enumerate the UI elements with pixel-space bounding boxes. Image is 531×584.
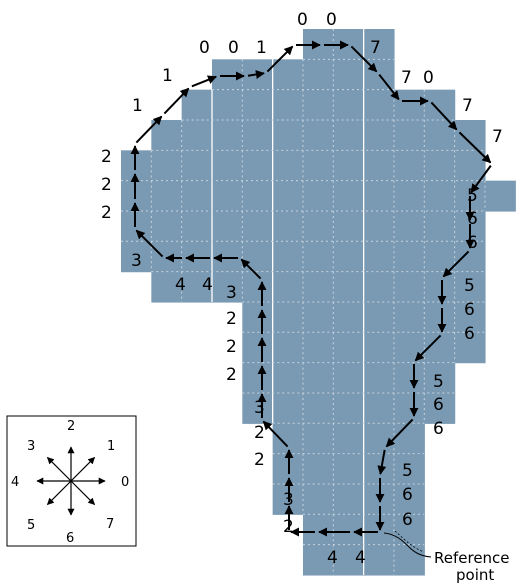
code-label: 4 bbox=[202, 275, 213, 295]
code-label: 6 bbox=[464, 300, 475, 320]
chain-step-arrow bbox=[385, 418, 414, 448]
code-label: 4 bbox=[175, 275, 186, 295]
code-label: 2 bbox=[226, 309, 237, 329]
code-label: 4 bbox=[355, 548, 366, 568]
key-label-1: 1 bbox=[107, 439, 115, 454]
code-label: 4 bbox=[327, 548, 338, 568]
key-label-5: 5 bbox=[27, 518, 35, 533]
code-label: 7 bbox=[370, 38, 381, 58]
region-row bbox=[151, 271, 486, 303]
chain-code-labels: 0 0 0 0 1 7 7 0 7 1 1 7 2 2 2 5 6 6 3 4 … bbox=[101, 10, 503, 568]
code-label: 2 bbox=[101, 147, 112, 167]
code-label: 0 bbox=[326, 10, 337, 30]
code-label: 6 bbox=[433, 395, 444, 415]
region-row bbox=[181, 89, 456, 121]
code-label: 6 bbox=[464, 324, 475, 344]
reference-point-label-line2: point bbox=[456, 566, 494, 584]
reference-point-label: Reference bbox=[434, 549, 510, 567]
chain-step-arrow bbox=[135, 229, 164, 258]
code-label: 0 bbox=[297, 10, 308, 30]
chain-step-arrow bbox=[191, 75, 217, 88]
chain-step-arrow bbox=[442, 250, 470, 278]
code-label: 5 bbox=[467, 186, 478, 206]
chain-step-arrow bbox=[377, 449, 387, 475]
key-arrow-7 bbox=[70, 480, 96, 506]
code-label: 3 bbox=[283, 490, 294, 510]
code-label: 3 bbox=[131, 251, 142, 271]
code-label: 2 bbox=[254, 423, 265, 443]
region-row bbox=[121, 180, 516, 212]
reference-point-leader bbox=[383, 532, 432, 558]
code-label: 2 bbox=[254, 450, 265, 470]
region-row bbox=[242, 362, 456, 394]
code-label: 2 bbox=[101, 203, 112, 223]
code-label: 5 bbox=[433, 372, 444, 392]
chain-step-arrow bbox=[350, 45, 378, 73]
reference-point-leader-shadow bbox=[394, 530, 425, 553]
key-label-6: 6 bbox=[66, 531, 74, 546]
chain-step-arrow bbox=[414, 334, 442, 362]
region-row bbox=[272, 423, 425, 455]
key-arrow-5 bbox=[46, 480, 72, 506]
direction-key: 0 1 2 3 4 5 6 7 bbox=[6, 415, 137, 547]
code-label: 1 bbox=[256, 38, 267, 58]
chain-code-path bbox=[130, 40, 492, 537]
chain-step-arrow bbox=[266, 45, 294, 73]
chain-step-arrow bbox=[240, 258, 262, 280]
code-label: 0 bbox=[199, 38, 210, 58]
code-label: 5 bbox=[402, 461, 413, 481]
code-label: 7 bbox=[401, 68, 412, 88]
code-label: 1 bbox=[132, 96, 143, 116]
key-label-0: 0 bbox=[121, 475, 129, 490]
region-row bbox=[272, 453, 425, 485]
code-label: 6 bbox=[433, 419, 444, 439]
direction-key-arrows bbox=[36, 446, 106, 516]
code-label: 2 bbox=[226, 337, 237, 357]
chain-step-arrow bbox=[262, 420, 289, 448]
key-label-7: 7 bbox=[106, 517, 114, 532]
region-row bbox=[151, 119, 486, 151]
chain-step-arrow bbox=[135, 115, 163, 144]
code-label: 1 bbox=[162, 66, 173, 86]
chain-step-arrow bbox=[458, 131, 492, 164]
chain-step-arrow bbox=[430, 101, 458, 131]
region-row bbox=[242, 392, 456, 424]
grid-lines bbox=[121, 29, 486, 575]
code-label: 5 bbox=[464, 276, 475, 296]
key-label-2: 2 bbox=[67, 419, 75, 434]
key-label-3: 3 bbox=[27, 439, 35, 454]
region-row bbox=[272, 483, 425, 515]
code-label: 0 bbox=[423, 68, 434, 88]
code-label: 6 bbox=[402, 510, 413, 530]
key-arrow-1 bbox=[70, 456, 96, 482]
code-label: 7 bbox=[462, 96, 473, 116]
key-arrow-3 bbox=[46, 456, 72, 482]
code-label: 3 bbox=[254, 398, 265, 418]
code-label: 0 bbox=[228, 38, 239, 58]
chain-step-arrow bbox=[378, 73, 400, 101]
chain-step-arrow bbox=[163, 87, 190, 115]
code-label: 6 bbox=[467, 209, 478, 229]
code-label: 2 bbox=[283, 517, 294, 537]
chain-step-arrow bbox=[470, 165, 492, 194]
key-label-4: 4 bbox=[11, 475, 19, 490]
code-label: 6 bbox=[402, 485, 413, 505]
code-label: 3 bbox=[226, 283, 237, 303]
code-label: 2 bbox=[101, 175, 112, 195]
code-label: 6 bbox=[467, 233, 478, 253]
code-label: 2 bbox=[226, 365, 237, 385]
chain-step-arrow bbox=[247, 70, 265, 79]
code-label: 7 bbox=[492, 127, 503, 147]
